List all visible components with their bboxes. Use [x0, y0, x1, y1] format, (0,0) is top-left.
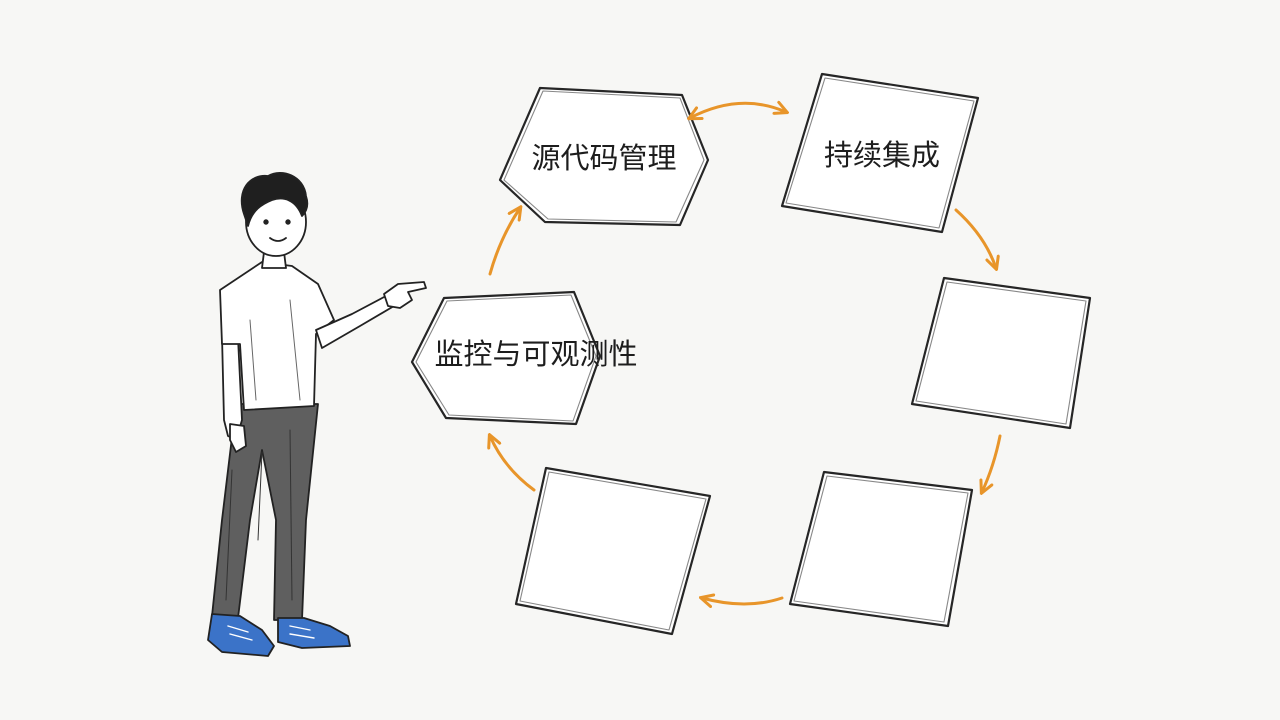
arrow-ci-to-node3: [954, 208, 996, 268]
arrow-node3-to-node4: [982, 434, 1002, 492]
person-left-shoe: [207, 613, 275, 657]
node-label-monitoring: 监控与可观测性: [434, 337, 637, 371]
person-right-shoe: [277, 617, 351, 649]
node-monitoring: 监控与可观测性: [410, 290, 638, 426]
person-pointing-hand: [383, 281, 427, 309]
node-continuous-integration: 持续集成: [780, 72, 980, 234]
arrow-node5-to-monitoring: [490, 436, 536, 492]
node-label-source-control: 源代码管理: [531, 141, 676, 175]
node-empty-bottom-left: [514, 466, 712, 636]
arrow-node4-to-node5: [702, 598, 784, 604]
node-empty-right: [910, 276, 1092, 430]
person-illustration: [207, 172, 427, 657]
person-hair: [240, 172, 309, 227]
arrow-monitoring-to-scm: [488, 208, 520, 276]
node-label-continuous-integration: 持续集成: [824, 138, 940, 172]
node-empty-bottom-right: [788, 470, 974, 628]
node-source-control: 源代码管理: [498, 86, 710, 227]
arrow-scm-to-ci: [690, 103, 786, 118]
